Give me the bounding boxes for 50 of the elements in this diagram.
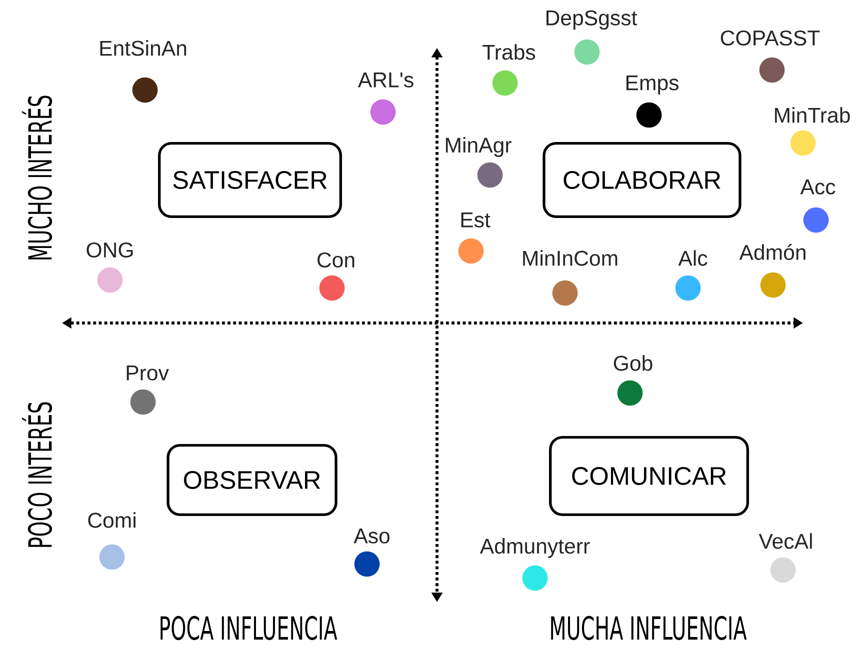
- quadrant-box: SATISFACER: [158, 142, 342, 218]
- dot-label: MinTrab: [775, 107, 850, 123]
- dot-label: MinAgr: [446, 137, 512, 157]
- dot: [675, 275, 701, 301]
- dot: [770, 557, 796, 583]
- dot: [574, 39, 600, 65]
- dot-label: COPASST: [720, 30, 820, 46]
- dot: [617, 380, 643, 406]
- dot-label: VecAl: [758, 533, 812, 549]
- dot-label: Con: [318, 252, 354, 268]
- axis-label: MUCHO INTERÉS: [22, 96, 52, 260]
- dot: [130, 389, 156, 415]
- dot: [522, 565, 548, 591]
- dot-label: Est: [461, 212, 490, 228]
- quadrant-box: COMUNICAR: [549, 436, 749, 516]
- dot: [492, 70, 518, 96]
- dot: [759, 57, 785, 83]
- dot: [636, 102, 662, 128]
- dot: [760, 272, 786, 298]
- dot-label: Admón: [739, 244, 806, 260]
- dot: [803, 207, 829, 233]
- axis-label: POCO INTERÉS: [22, 402, 52, 547]
- dot-label: EntSinAn: [100, 40, 186, 56]
- dot-label: ONG: [86, 242, 133, 258]
- dot-label: Admunyterr: [480, 538, 590, 558]
- axis-label: POCA INFLUENCIA: [160, 616, 338, 640]
- dot-label: Acc: [800, 180, 836, 194]
- quadrant-box: COLABORAR: [542, 142, 742, 218]
- dot: [370, 99, 396, 125]
- dot: [97, 267, 123, 293]
- dot-label: Aso: [354, 528, 390, 544]
- dot: [458, 238, 484, 264]
- dot: [790, 130, 816, 156]
- dot-label: Alc: [678, 250, 708, 266]
- dot: [552, 280, 578, 306]
- dot-label: MinInCom: [523, 250, 618, 266]
- dot-label: ARL's: [358, 72, 414, 88]
- dot-label: Trabs: [482, 44, 536, 60]
- dot-label: DepSgsst: [546, 10, 638, 30]
- dot: [477, 162, 503, 188]
- dot: [354, 551, 380, 577]
- dot-label: Comi: [88, 512, 136, 528]
- dot-label: Emps: [626, 75, 678, 95]
- dot: [319, 275, 345, 301]
- dot: [99, 544, 125, 570]
- axis-label: MUCHA INFLUENCIA: [551, 616, 747, 640]
- dot-label: Gob: [614, 355, 652, 371]
- dot: [132, 77, 158, 103]
- dot-label: Prov: [126, 366, 169, 380]
- quadrant-box: OBSERVAR: [166, 444, 338, 516]
